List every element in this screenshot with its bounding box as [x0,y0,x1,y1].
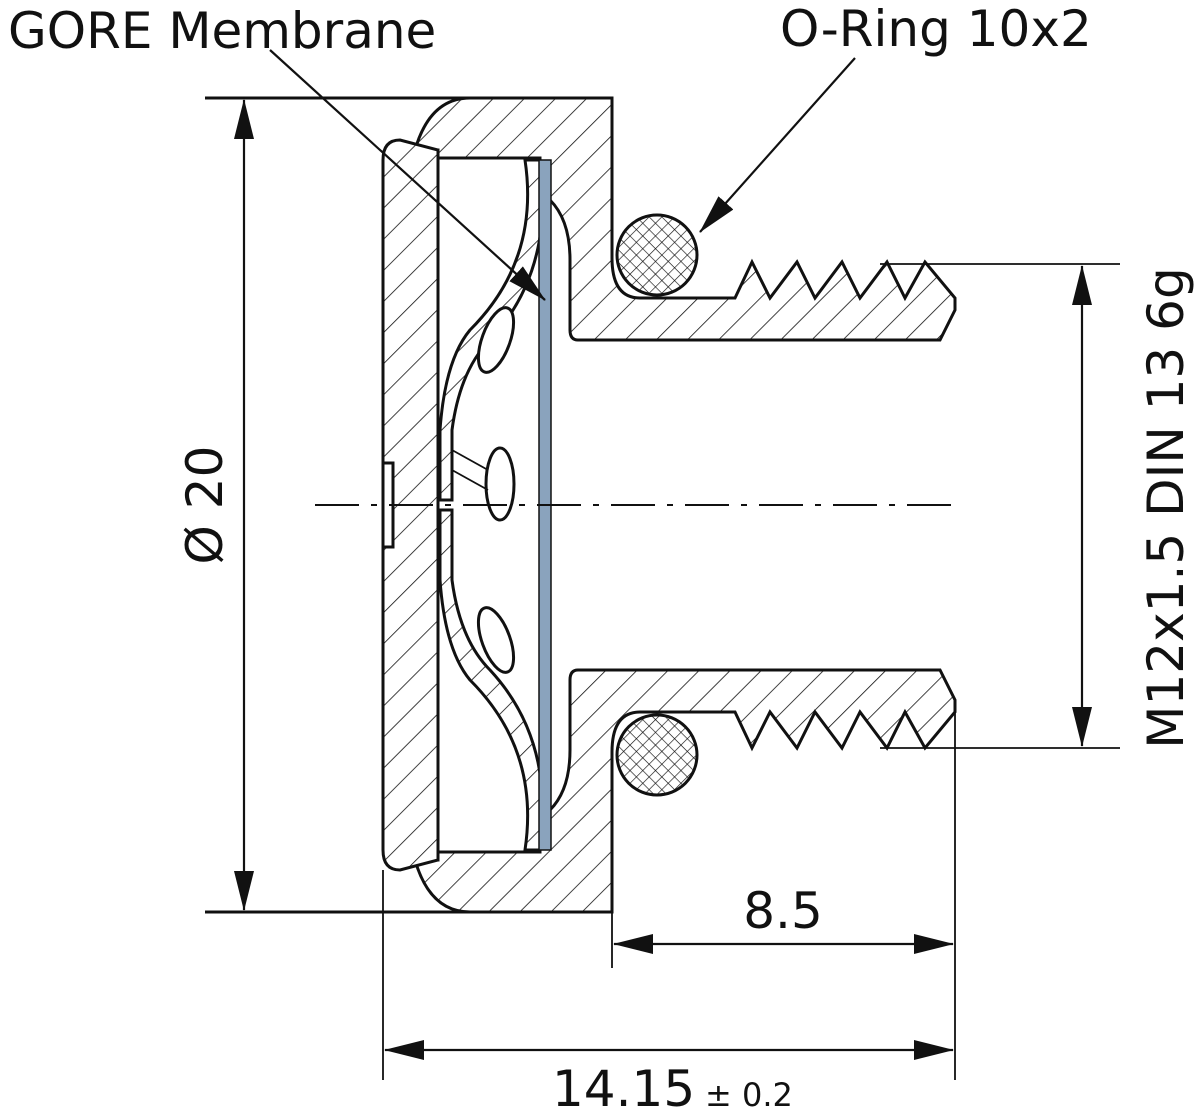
membrane-leader [269,49,546,301]
diameter-dimension [205,97,612,913]
membrane-label: GORE Membrane [8,2,436,60]
membrane-support [381,158,545,852]
o-ring-top [615,213,699,297]
oring-leader [699,57,856,233]
length-short-dimension [611,710,956,1080]
thread-dimension [880,263,1120,749]
thread-label: M12x1.5 DIN 13 6g [1137,267,1195,748]
tolerance-label: ± 0.2 [705,1076,793,1114]
diameter-label: Ø 20 [176,446,234,565]
oring-label: O-Ring 10x2 [780,0,1092,58]
o-ring-bottom [615,713,699,797]
length-total-label: 14.15 [552,1060,695,1118]
length-short-label: 8.5 [743,882,823,940]
length-total-dimension [382,870,954,1080]
